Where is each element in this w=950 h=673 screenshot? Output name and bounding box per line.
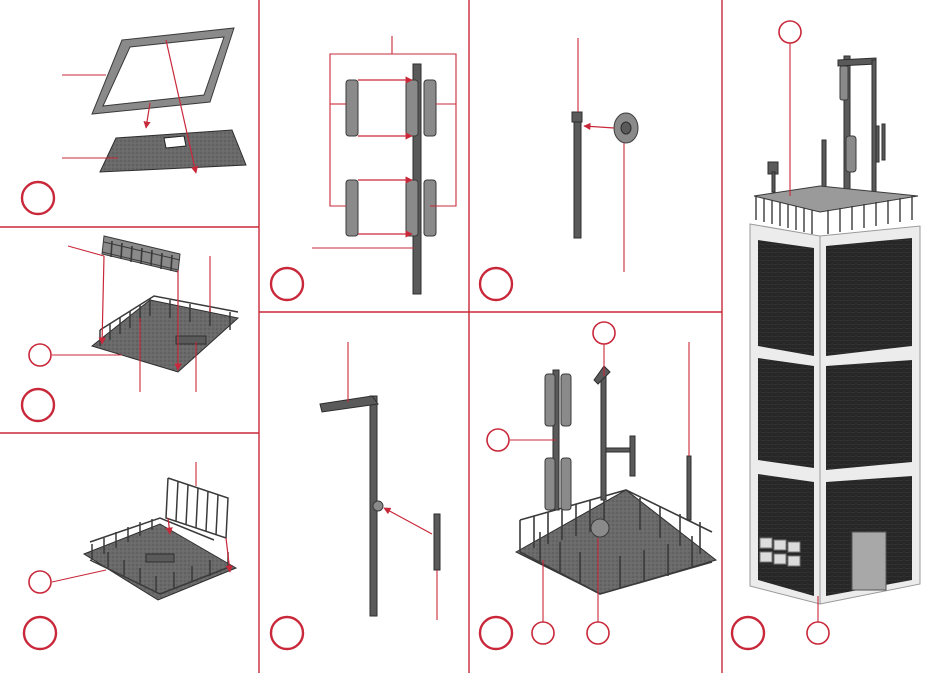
brick-panel <box>758 474 814 596</box>
step-number-circle <box>480 617 512 649</box>
step-number-circle <box>271 617 303 649</box>
step-railing-assembly <box>22 236 238 421</box>
antenna-panel-group <box>346 80 436 236</box>
railing-section-part <box>166 478 228 538</box>
step-number-circle <box>732 617 764 649</box>
step-number-circle <box>22 389 54 421</box>
step-tower-final <box>732 21 920 649</box>
step-number-circle <box>24 617 56 649</box>
callout-circle <box>779 21 801 43</box>
step-number-circle <box>22 182 54 214</box>
whip-antenna <box>687 456 691 520</box>
step-antenna-mast <box>271 36 456 300</box>
callout-circle <box>532 622 554 644</box>
dish-pole-part <box>574 112 581 238</box>
callout-circle <box>807 622 829 644</box>
lamp-head-part <box>320 396 378 412</box>
brick-panel <box>826 238 912 356</box>
callout-circle <box>487 429 509 451</box>
step-number-circle <box>271 268 303 300</box>
roof-vent-block <box>146 554 174 562</box>
callout-circle <box>29 344 51 366</box>
cross-arm-part <box>434 514 440 570</box>
parapet-top <box>754 186 918 212</box>
step-dish-pole <box>480 38 638 300</box>
lamp-pole <box>601 376 606 500</box>
step-lamp-pole <box>271 342 440 649</box>
step-number-circle <box>480 268 512 300</box>
callout-circle <box>587 622 609 644</box>
callout-circle <box>29 571 51 593</box>
step-railing-complete <box>24 462 236 649</box>
roof-vent-block <box>176 336 206 344</box>
railing-base-plate <box>92 300 238 372</box>
tower-door <box>852 532 886 590</box>
brick-panel <box>758 240 814 356</box>
roof-hatch <box>164 136 186 148</box>
brick-panel <box>758 358 814 468</box>
roof-slab-part <box>100 130 246 172</box>
step-roof-frame <box>22 28 246 214</box>
callout-circle <box>593 322 615 344</box>
brick-panel <box>826 360 912 470</box>
dish-antenna <box>591 519 609 537</box>
railing-section-part <box>102 236 180 272</box>
step-roof-antennas <box>480 322 716 649</box>
